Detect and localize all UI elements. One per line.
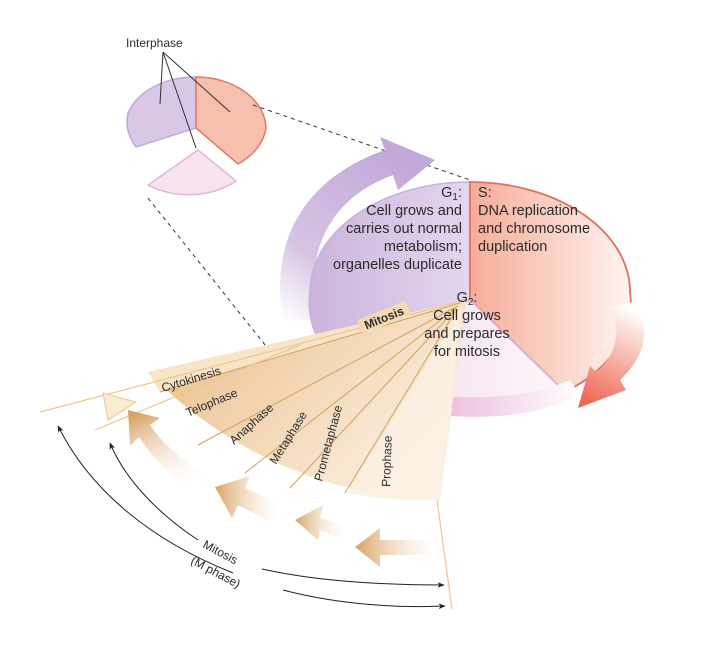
progress-arrow-1 xyxy=(355,528,440,567)
g1-description-line: organelles duplicate xyxy=(333,257,462,273)
progress-arrow-4 xyxy=(128,410,205,490)
mitosis-arc xyxy=(109,442,199,541)
g2-description-line: Cell grows xyxy=(433,308,501,324)
interphase-label: Interphase xyxy=(126,36,183,50)
small-pie-g1-slice xyxy=(126,76,197,148)
progress-arrow-2 xyxy=(295,505,345,540)
m-phase-arc xyxy=(57,425,234,574)
g1-description-line: carries out normal xyxy=(346,221,462,237)
s-description-line: DNA replication xyxy=(478,203,578,219)
g1-title: G1: xyxy=(441,185,462,203)
mitosis-fan: Mitosis xyxy=(39,299,467,610)
s-text: S: DNA replication and chromosome duplic… xyxy=(478,185,590,255)
g2-description-line: and prepares xyxy=(424,326,509,342)
stage-separators xyxy=(159,302,461,494)
mitosis-progression-arrows xyxy=(128,410,440,567)
stage-label-prophase: Prophase xyxy=(379,435,395,487)
g1-description-line: metabolism; xyxy=(384,239,462,255)
progress-arrow-3 xyxy=(215,476,282,522)
g2-to-mitosis-arrow xyxy=(405,380,580,428)
s-title: S: xyxy=(478,185,492,201)
g1-text: G1: Cell grows and carries out normal me… xyxy=(333,185,462,273)
s-description-line: duplication xyxy=(478,239,547,255)
s-slice xyxy=(469,181,632,394)
g2-text: G2: Cell grows and prepares for mitosis xyxy=(424,290,509,360)
cytokinesis-return-arrow xyxy=(102,392,138,421)
small-pie-g2-slice xyxy=(146,149,238,196)
small-pie-s-slice xyxy=(195,76,267,165)
s-to-g2-arrow xyxy=(578,302,645,408)
mitosis-bracket-arcs xyxy=(57,425,446,610)
g2-description-line: for mitosis xyxy=(434,344,500,360)
mitosis-arc-right xyxy=(261,568,445,588)
projection-dashed-lines xyxy=(147,104,471,371)
prophase-band xyxy=(348,306,462,501)
interphase-pointer-lines xyxy=(159,51,231,149)
g1-description-line: Cell grows and xyxy=(366,203,462,219)
g2-title: G2: xyxy=(457,290,478,308)
s-description-line: and chromosome xyxy=(478,221,590,237)
g1-to-s-arrow xyxy=(280,137,435,320)
m-phase-arc-right xyxy=(282,589,446,610)
small-interphase-pie: Interphase xyxy=(126,36,267,196)
